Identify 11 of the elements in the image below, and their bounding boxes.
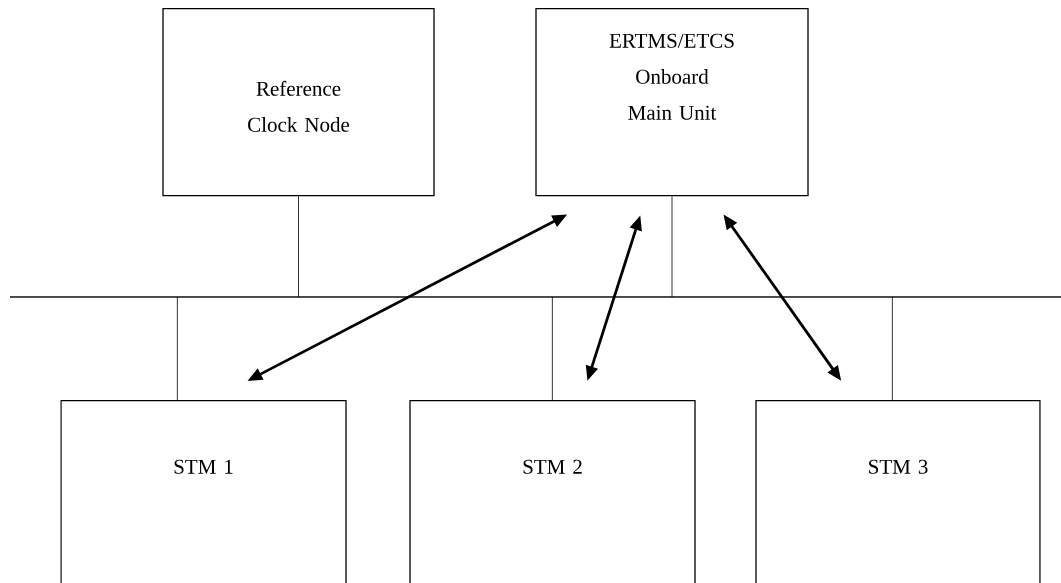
bus-line xyxy=(9,296,1061,298)
process-box: Reference Clock Node xyxy=(162,8,435,197)
connector-line xyxy=(551,296,553,401)
process-box: ERTMS/ETCS Onboard Main Unit xyxy=(535,8,809,197)
connector-line xyxy=(891,296,893,401)
connector-line xyxy=(176,296,178,401)
process-box: STM 1 xyxy=(60,400,347,583)
process-box: STM 3 xyxy=(755,400,1041,583)
process-box: STM 2 xyxy=(409,400,696,583)
connector-line xyxy=(298,195,299,298)
connector-line xyxy=(671,195,673,298)
